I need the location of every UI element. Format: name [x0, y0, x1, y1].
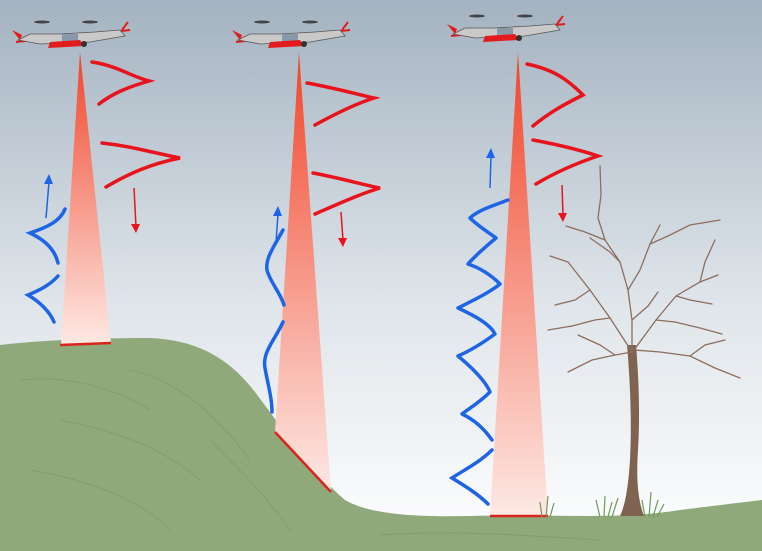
- downward-arrow-icon: [340, 211, 344, 241]
- outgoing-pulse: [311, 171, 381, 216]
- outgoing-pulse: [305, 81, 381, 127]
- aircraft-icon: [12, 20, 131, 48]
- aircraft-icon: [447, 14, 566, 42]
- beam-footprint: [274, 431, 332, 493]
- upward-arrow-icon: [275, 213, 279, 244]
- upward-arrow-icon: [45, 181, 50, 219]
- laser-beam: [61, 52, 111, 345]
- aircraft: [12, 14, 566, 48]
- bare-tree: [547, 165, 741, 516]
- return-waveform: [448, 448, 494, 506]
- panel-flat-hilltop: [24, 52, 181, 347]
- outgoing-pulse: [531, 138, 604, 186]
- beam-footprint: [59, 341, 112, 347]
- tree-trunk: [620, 345, 644, 516]
- panel-slope: [262, 52, 381, 493]
- panel-tree-canopy: [448, 52, 604, 518]
- laser-beam: [490, 52, 548, 516]
- downward-arrow-icon: [133, 187, 137, 228]
- return-waveform: [25, 207, 67, 265]
- outgoing-pulse: [90, 60, 156, 106]
- return-waveform: [262, 320, 285, 414]
- ground: [0, 338, 762, 551]
- grass-tufts: [539, 491, 665, 518]
- downward-arrow-icon: [561, 184, 564, 216]
- upward-arrow-icon: [489, 155, 492, 189]
- aircraft-icon: [232, 20, 351, 48]
- return-waveform: [24, 274, 60, 324]
- laser-beam: [275, 52, 331, 492]
- outgoing-pulse: [100, 141, 181, 189]
- terrain: [0, 338, 762, 551]
- return-waveform: [456, 198, 510, 442]
- outgoing-pulse: [525, 62, 586, 128]
